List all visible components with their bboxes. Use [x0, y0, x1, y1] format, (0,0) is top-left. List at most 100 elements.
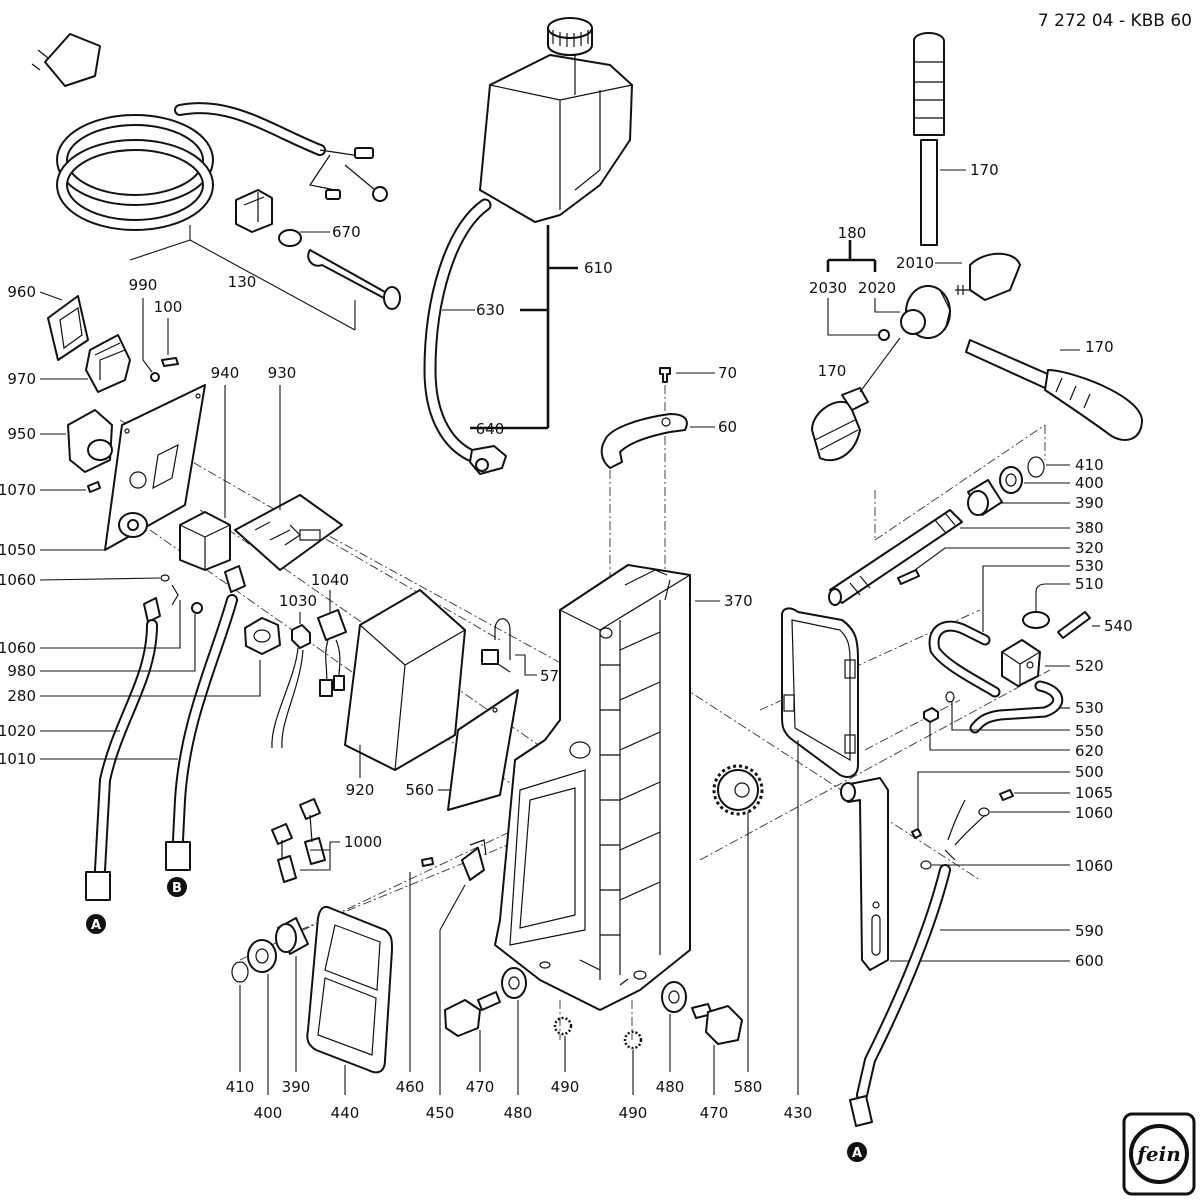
cable-590	[849, 799, 986, 1127]
label-390-right: 390	[1075, 494, 1104, 512]
label-490-left: 490	[551, 1078, 580, 1096]
depth-stop-600	[840, 777, 889, 971]
label-980: 980	[7, 662, 36, 680]
nut-280	[244, 617, 281, 655]
label-170-right: 170	[1085, 338, 1114, 356]
washer-400-left-hole	[255, 948, 269, 964]
label-480-right: 480	[656, 1078, 685, 1096]
label-430: 430	[784, 1104, 813, 1122]
label-170-left: 170	[818, 362, 847, 380]
label-380: 380	[1075, 519, 1104, 537]
label-400-right: 400	[1075, 474, 1104, 492]
label-1065: 1065	[1075, 784, 1113, 802]
label-170-top: 170	[970, 161, 999, 179]
lock-washer-490-right	[623, 1030, 643, 1050]
label-370: 370	[724, 592, 753, 610]
insulation-plate-560	[447, 689, 519, 811]
label-440: 440	[331, 1104, 360, 1122]
label-620: 620	[1075, 742, 1104, 760]
label-960: 960	[7, 283, 36, 301]
cover-plate-430	[781, 607, 859, 778]
cover-920	[344, 589, 466, 771]
marker-a-right: A	[847, 1142, 867, 1162]
label-1060-c: 1060	[1075, 804, 1113, 822]
svg-text:B: B	[172, 881, 182, 896]
cable-gland	[235, 189, 401, 310]
mounting-plate-1050	[104, 384, 206, 551]
label-530-lower: 530	[1075, 699, 1104, 717]
shaft-380	[828, 509, 963, 606]
sensor-1030	[271, 624, 311, 749]
pin-320	[897, 569, 920, 585]
ring-410-right	[1027, 456, 1045, 478]
fein-logo-text: fein	[1135, 1142, 1180, 1166]
label-1060-d: 1060	[1075, 857, 1113, 875]
relay-940	[179, 511, 231, 571]
label-1050: 1050	[0, 541, 36, 559]
label-100: 100	[154, 298, 183, 316]
screw-460	[421, 857, 434, 867]
screw-540	[1057, 611, 1091, 639]
drawing-code: 7 272 04 - KBB 60	[1038, 11, 1192, 31]
main-housing-370	[494, 564, 691, 1011]
power-cable-130	[31, 33, 388, 331]
fein-logo: fein	[1122, 1112, 1196, 1196]
label-450: 450	[426, 1104, 455, 1122]
switch-950	[67, 409, 113, 473]
switch-970	[85, 334, 131, 393]
label-940: 940	[211, 364, 240, 382]
nut-620	[923, 707, 939, 723]
hose-530-lower	[969, 680, 1063, 734]
hose-530-upper	[928, 620, 1001, 698]
label-1020: 1020	[0, 722, 36, 740]
label-410-right: 410	[1075, 456, 1104, 474]
lock-washer-490-left	[553, 1016, 573, 1036]
label-990: 990	[129, 276, 158, 294]
label-510: 510	[1075, 575, 1104, 593]
washer-550	[945, 691, 955, 703]
gear-580	[712, 764, 764, 816]
label-2020: 2020	[858, 279, 896, 297]
label-590: 590	[1075, 922, 1104, 940]
washer-1060-c	[978, 807, 990, 817]
label-470-left: 470	[466, 1078, 495, 1096]
feed-handle-right	[965, 339, 1143, 441]
screw-990-100	[150, 357, 179, 382]
label-1010: 1010	[0, 750, 36, 768]
label-1000: 1000	[344, 833, 382, 851]
connector-cable-1020	[85, 597, 161, 901]
bushing-390-left	[275, 917, 309, 955]
screw-500	[911, 828, 922, 839]
seal-480-right-hole	[668, 990, 680, 1004]
label-580: 580	[734, 1078, 763, 1096]
label-70: 70	[718, 364, 737, 382]
label-1030: 1030	[279, 592, 317, 610]
marker-b: B	[167, 877, 187, 897]
label-630: 630	[476, 301, 505, 319]
label-1070: 1070	[0, 481, 36, 499]
svg-text:A: A	[91, 918, 101, 933]
label-530-upper: 530	[1075, 557, 1104, 575]
label-400-left: 400	[254, 1104, 283, 1122]
label-610: 610	[584, 259, 613, 277]
svg-text:A: A	[852, 1146, 862, 1161]
screw-1065	[999, 789, 1014, 801]
clip-570	[481, 618, 511, 673]
label-2030: 2030	[809, 279, 847, 297]
limit-switches-1000	[271, 798, 326, 883]
label-1040: 1040	[311, 571, 349, 589]
label-920: 920	[346, 781, 375, 799]
label-970: 970	[7, 370, 36, 388]
label-60: 60	[718, 418, 737, 436]
seal-480-left-hole	[508, 976, 520, 990]
seal-480-left	[501, 967, 527, 999]
label-490-right: 490	[619, 1104, 648, 1122]
label-470-right: 470	[700, 1104, 729, 1122]
label-2010: 2010	[896, 254, 934, 272]
seal-480-right	[661, 981, 687, 1013]
washer-1060-d	[920, 860, 932, 870]
feed-handle-left	[811, 337, 901, 462]
window-cover-440	[306, 905, 393, 1074]
fitting-470-left	[444, 991, 501, 1037]
